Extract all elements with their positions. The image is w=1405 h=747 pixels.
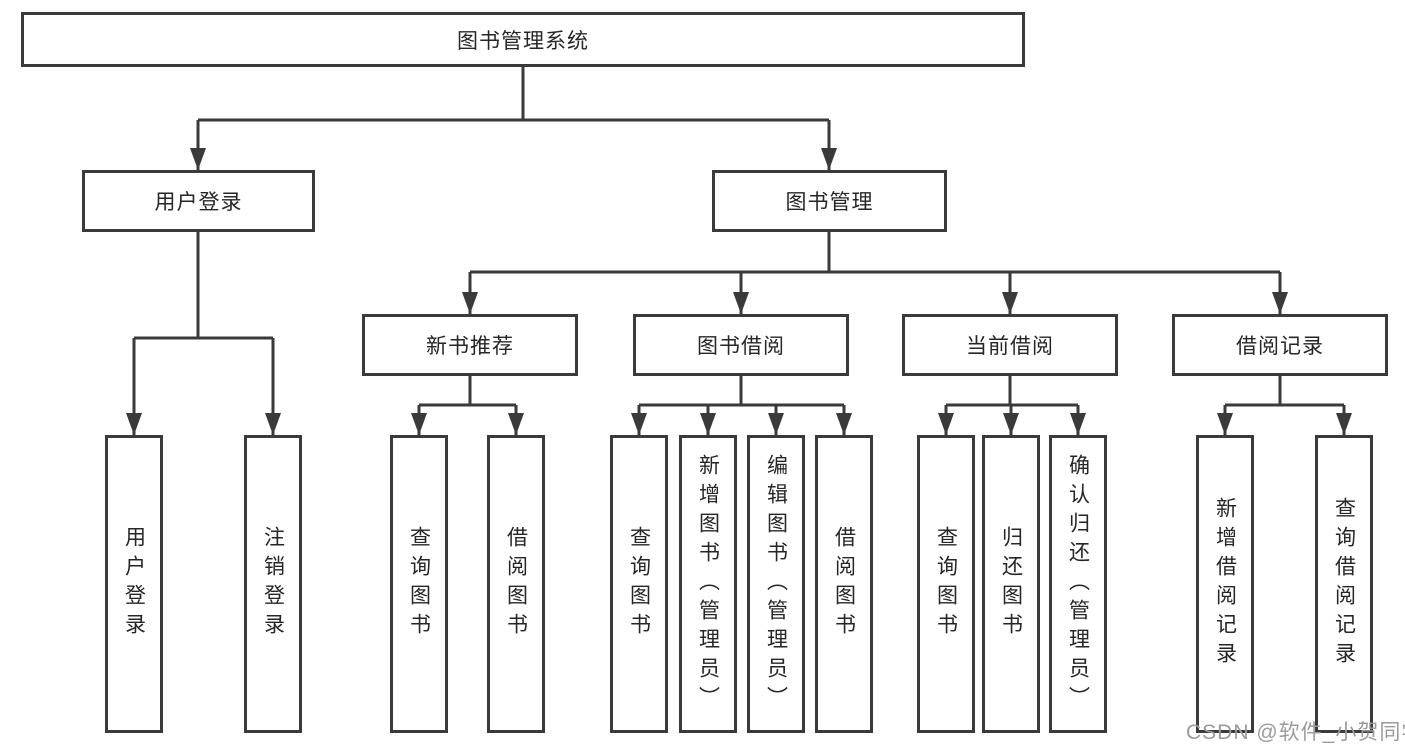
node-user-login: 用户登录 <box>82 170 315 232</box>
node-new-book-recommend: 新书推荐 <box>362 314 578 376</box>
connector-records-leaves <box>1225 376 1344 407</box>
node-book-management: 图书管理 <box>712 170 947 232</box>
leaf-return-books: 归还图书 <box>982 435 1040 733</box>
leaf-add-books-admin: 新增图书（管理员） <box>679 435 737 733</box>
csdn-watermark: CSDN @软件_小贺同学 <box>1186 721 1405 744</box>
leaf-add-borrow-record: 新增借阅记录 <box>1196 435 1254 733</box>
node-current-borrowing: 当前借阅 <box>902 314 1118 376</box>
leaf-query-borrow-record: 查询借阅记录 <box>1315 435 1373 733</box>
leaf-borrow-books: 借阅图书 <box>815 435 873 733</box>
leaf-confirm-return-admin: 确认归还（管理员） <box>1049 435 1107 733</box>
leaf-query-books-recommend: 查询图书 <box>390 435 448 733</box>
node-borrowing-records: 借阅记录 <box>1172 314 1388 376</box>
node-book-borrowing: 图书借阅 <box>633 314 849 376</box>
leaf-user-login: 用户登录 <box>105 435 163 733</box>
connector-newbook-leaves <box>419 376 516 407</box>
leaf-query-books-borrowing: 查询图书 <box>610 435 668 733</box>
connector-bookmgmt-l3 <box>470 232 1280 274</box>
leaf-borrow-books-recommend: 借阅图书 <box>487 435 545 733</box>
connector-borrowing-leaves <box>639 376 844 407</box>
leaf-logout: 注销登录 <box>244 435 302 733</box>
leaf-query-books-current: 查询图书 <box>917 435 975 733</box>
leaf-edit-books-admin: 编辑图书（管理员） <box>747 435 805 733</box>
node-root-library-system: 图书管理系统 <box>21 12 1025 67</box>
connector-root-l2 <box>198 67 829 122</box>
connector-userlogin-leaves <box>134 232 273 340</box>
connector-current-leaves <box>946 376 1078 407</box>
